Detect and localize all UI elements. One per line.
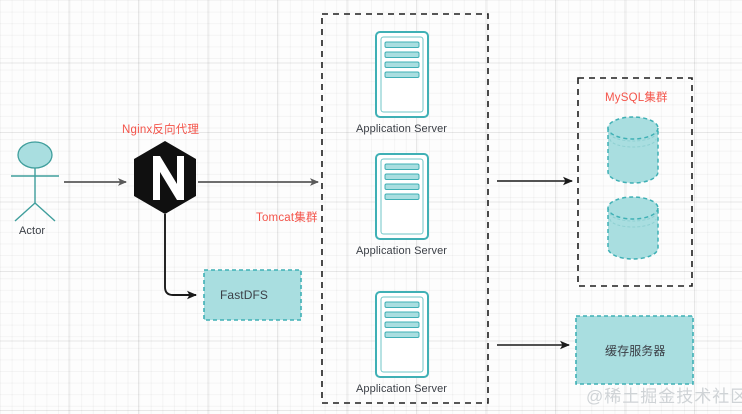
mysql-cluster-label: MySQL集群 [605,92,668,104]
application-server-label: Application Server [356,123,448,135]
application-server-icon[interactable] [375,153,429,240]
actor-icon [11,141,59,222]
tomcat-cluster-container [321,13,489,404]
fastdfs-label: FastDFS [220,288,269,302]
database-cylinder-icon[interactable] [607,196,659,260]
tomcat-cluster-label: Tomcat集群 [256,212,318,224]
application-server-label: Application Server [356,383,448,395]
nginx-hexagon-icon[interactable] [134,141,196,214]
application-server-label: Application Server [356,245,448,257]
watermark: @稀土掘金技术社区 [586,387,742,406]
application-server-icon[interactable] [375,31,429,118]
actor-label: Actor [19,225,46,237]
cache-server-box[interactable] [575,315,694,385]
nginx-label: Nginx反向代理 [122,124,200,136]
connector-nginx-to-fastdfs [164,214,197,300]
database-cylinder-icon[interactable] [607,116,659,184]
application-server-icon[interactable] [375,291,429,378]
cache-server-label: 缓存服务器 [605,344,666,358]
fastdfs-box[interactable] [203,269,302,321]
mysql-cluster-container [577,77,693,287]
